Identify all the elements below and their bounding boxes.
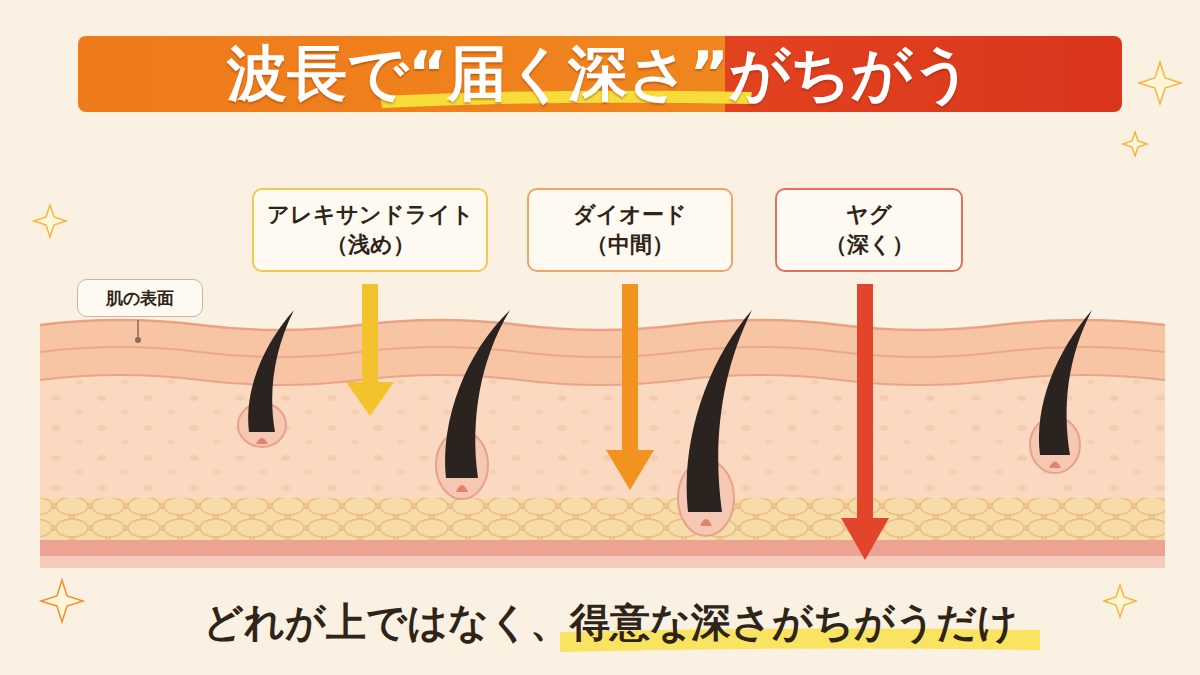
node-text: ヤグ: [846, 200, 892, 230]
skin-cross-section: [40, 498, 1165, 542]
sparkle: [1139, 62, 1181, 104]
light-arrow: [841, 518, 889, 560]
leader-line: [135, 320, 141, 343]
surface-label: 肌の表面: [77, 279, 203, 318]
skin-cross-section: [40, 540, 1165, 556]
sparkle: [1104, 585, 1136, 617]
sparkle: [1123, 132, 1147, 156]
node-text: ダイオード: [573, 200, 687, 230]
node-text: （深く）: [825, 230, 914, 260]
laser-box: ヤグ（深く）: [775, 188, 963, 272]
skin-cross-section: [40, 556, 1165, 568]
hair-follicle: [1039, 310, 1092, 455]
sparkle: [34, 62, 1181, 622]
skin-cross-section: [40, 347, 1165, 357]
light-arrow: [362, 284, 378, 384]
hair-follicle: [687, 310, 752, 512]
node-text: アレキサンドライト: [267, 200, 474, 230]
light-arrow: [857, 284, 873, 520]
laser-box: アレキサンドライト（浅め）: [252, 188, 488, 272]
node-text: （中間）: [586, 230, 674, 260]
light-arrow: [606, 450, 654, 490]
skin-cross-section: [40, 375, 1165, 500]
light-arrow: [346, 382, 394, 416]
leader-line: [137, 320, 139, 338]
leader-line: [135, 337, 141, 343]
title-text: 波長で“届く深さ”がちがう: [227, 34, 973, 115]
sparkle: [41, 580, 83, 622]
skin-cross-section: [40, 320, 1165, 568]
light-arrow: [622, 284, 638, 452]
skin-cross-section: [40, 375, 1165, 385]
hair-follicle: [1049, 462, 1061, 469]
hair-follicle: [445, 310, 510, 478]
sparkle: [34, 205, 66, 237]
skin-cross-section: [40, 320, 1165, 555]
node-text: （浅め）: [326, 230, 415, 260]
skin-cross-section: [40, 320, 1165, 330]
node-text: 肌の表面: [106, 287, 174, 310]
skin-cross-section: [40, 375, 1165, 500]
laser-box: ダイオード（中間）: [527, 188, 733, 272]
light-arrow: [346, 284, 889, 560]
caption-text: どれが上ではなく、得意な深さがちがうだけ: [203, 595, 1018, 650]
hair-follicle: [248, 310, 294, 432]
hair-follicle: [456, 485, 468, 492]
hair-follicle: [700, 519, 712, 526]
hair-follicle: [256, 438, 268, 444]
